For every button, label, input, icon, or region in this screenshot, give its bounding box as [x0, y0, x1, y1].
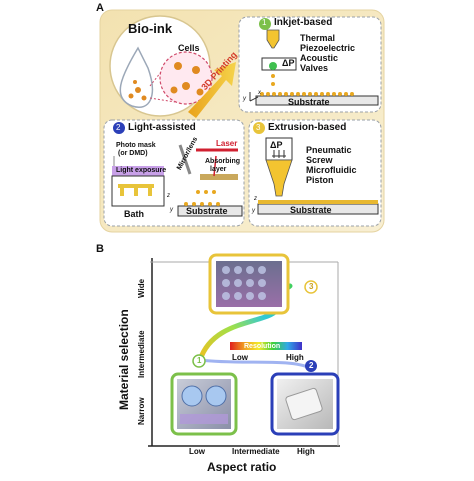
- inkjet-box: [238, 16, 382, 113]
- bath-label: Bath: [124, 209, 144, 219]
- resolution-legend-high: High: [286, 353, 304, 362]
- inkjet-method-3: Valves: [300, 63, 329, 73]
- light-title: Light-assisted: [128, 122, 196, 133]
- panel-a-letter: A: [96, 2, 104, 14]
- x-tick-low: Low: [189, 447, 205, 456]
- y-tick-wide: Wide: [137, 278, 146, 298]
- resolution-legend-title: Resolution: [244, 343, 281, 350]
- y-axis-label: Material selection: [117, 309, 131, 410]
- cells-label: Cells: [178, 43, 200, 53]
- inkjet-substrate: Substrate: [288, 97, 330, 107]
- extrusion-method-0: Pneumatic: [306, 145, 352, 155]
- inkjet-method-2: Acoustic: [300, 53, 339, 63]
- absorbing-line-2: layer: [210, 166, 227, 173]
- marker-1-label: 1: [197, 356, 202, 365]
- y-tick-intermediate: Intermediate: [137, 330, 146, 378]
- light-substrate: Substrate: [186, 206, 228, 216]
- light-exposure-label: Light exposure: [116, 167, 167, 174]
- resolution-legend-low: Low: [232, 353, 248, 362]
- extrusion-axis-z: z: [254, 196, 257, 202]
- extrusion-method-2: Microfluidic: [306, 165, 357, 175]
- photo-extrusion: [208, 253, 290, 315]
- curve-to-high: [199, 358, 311, 370]
- photo-light-assisted: [270, 372, 340, 436]
- marker-2-label: 2: [309, 361, 314, 370]
- panel-b-letter: B: [96, 243, 104, 255]
- laser-label: Laser: [216, 139, 238, 148]
- light-axis-y: y: [170, 207, 173, 213]
- y-tick-narrow: Narrow: [137, 397, 146, 425]
- extrusion-number: 3: [256, 123, 261, 132]
- photomask-line-1: Photo mask: [116, 142, 156, 149]
- bioink-illustration: [109, 15, 213, 117]
- light-assisted-box: [103, 119, 245, 227]
- x-tick-high: High: [297, 447, 315, 456]
- x-axis-label: Aspect ratio: [207, 460, 277, 474]
- inkjet-axis-x: x: [258, 90, 261, 96]
- extrusion-substrate: Substrate: [290, 205, 332, 215]
- marker-2-circle: [305, 360, 317, 372]
- extrusion-axis-y: y: [252, 208, 255, 214]
- printing-arrow: [188, 62, 236, 118]
- resolution-gradient-bar: [230, 342, 302, 350]
- light-axis-z: z: [167, 193, 170, 199]
- absorbing-line-1: Absorbing: [205, 158, 240, 165]
- inkjet-number: 1: [262, 18, 267, 27]
- inkjet-pressure: ΔP: [282, 58, 295, 68]
- marker-1-circle: [192, 354, 206, 368]
- bioink-title: Bio-ink: [128, 21, 173, 36]
- extrusion-method-3: Piston: [306, 175, 334, 185]
- inkjet-axis-y: y: [243, 96, 246, 102]
- marker-3-circle: [304, 280, 318, 294]
- extrusion-pressure: ΔP: [270, 140, 283, 150]
- extrusion-title: Extrusion-based: [268, 122, 347, 133]
- inkjet-method-1: Piezoelectric: [300, 43, 356, 53]
- inkjet-title: Inkjet-based: [274, 17, 333, 28]
- extrusion-box: [248, 119, 382, 227]
- light-number: 2: [116, 123, 121, 132]
- x-tick-intermediate: Intermediate: [232, 447, 280, 456]
- photo-inkjet: [170, 372, 238, 436]
- photomask-line-2: (or DMD): [118, 150, 148, 157]
- extrusion-method-1: Screw: [306, 155, 333, 165]
- inkjet-method-0: Thermal: [300, 33, 336, 43]
- marker-3-label: 3: [309, 282, 314, 291]
